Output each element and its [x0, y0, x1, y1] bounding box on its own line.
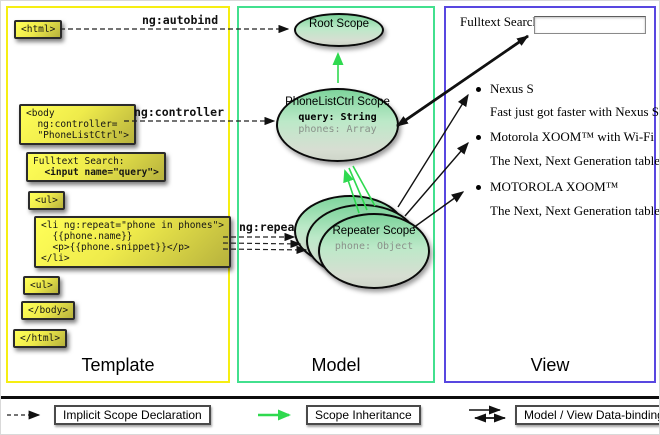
- code-line: <ul>: [35, 195, 58, 206]
- code-line: Fulltext Search:: [33, 156, 125, 167]
- code-line: <input name="query">: [33, 167, 159, 178]
- phonelistctrl-scope-ellipse: PhoneListCtrl Scope query: String phones…: [276, 88, 399, 162]
- phonelistctrl-scope-title: PhoneListCtrl Scope: [285, 96, 390, 108]
- phone-item-title: Motorola XOOM™ with Wi-Fi: [490, 129, 655, 144]
- fulltext-search-label: Fulltext Search:: [460, 14, 543, 29]
- legend-separator: [1, 396, 659, 399]
- code-box-body-open: <body ng:controller= "PhoneListCtrl">: [19, 104, 136, 145]
- code-box-ul-open: <ul>: [28, 191, 65, 210]
- repeater-scope-title: Repeater Scope: [332, 225, 416, 237]
- phone-item-desc: The Next, Next Generation tablet.: [490, 203, 660, 218]
- code-line: <html>: [21, 24, 56, 35]
- ng-repeat-label: ng:repeat: [239, 220, 302, 234]
- code-box-html-open: <html>: [14, 20, 63, 39]
- code-line: </li>: [41, 253, 70, 264]
- code-line: <body: [26, 108, 55, 119]
- legend-data-binding: Model / View Data-binding: [515, 405, 659, 425]
- code-line: <p>{{phone.snippet}}</p>: [41, 242, 190, 253]
- scope-prop-phone: phone: Object: [334, 241, 414, 252]
- code-line: <ul>: [30, 280, 53, 291]
- code-box-body-close: </body>: [21, 301, 76, 320]
- legend-implicit-scope: Implicit Scope Declaration: [54, 405, 211, 425]
- search-input[interactable]: [534, 16, 646, 34]
- code-line: </body>: [28, 305, 69, 316]
- code-line: "PhoneListCtrl">: [26, 130, 129, 141]
- code-box-li-repeat: <li ng:repeat="phone in phones"> {{phone…: [34, 216, 232, 268]
- phone-item-desc: Fast just got faster with Nexus S.: [490, 104, 660, 119]
- code-line: ng:controller=: [26, 119, 118, 130]
- view-panel-label: View: [530, 355, 570, 375]
- bullet-icon: [476, 185, 481, 190]
- model-panel-label: Model: [311, 355, 361, 375]
- ng-controller-label: ng:controller: [134, 105, 225, 119]
- phone-item-desc: The Next, Next Generation tablet.: [490, 153, 660, 168]
- scope-prop-phones: phones: Array: [298, 124, 377, 135]
- code-line: {{phone.name}}: [41, 231, 133, 242]
- code-line: </html>: [20, 333, 61, 344]
- repeater-scope-ellipse: Repeater Scope phone: Object: [318, 213, 430, 289]
- code-box-ul-second: <ul>: [23, 276, 60, 295]
- root-scope-ellipse: Root Scope: [294, 13, 384, 47]
- model-panel: Model: [237, 6, 435, 383]
- bullet-icon: [476, 135, 481, 140]
- code-box-html-close: </html>: [13, 329, 68, 348]
- template-panel-label: Template: [81, 355, 155, 375]
- ng-autobind-label: ng:autobind: [142, 13, 219, 27]
- phone-item-title: Nexus S: [490, 81, 534, 96]
- bullet-icon: [476, 87, 481, 92]
- scope-prop-query: query: String: [298, 112, 377, 123]
- phone-item-title: MOTOROLA XOOM™: [490, 179, 619, 194]
- code-box-fulltext-input: Fulltext Search: <input name="query">: [26, 152, 166, 182]
- legend-scope-inheritance: Scope Inheritance: [306, 405, 421, 425]
- code-line: <li ng:repeat="phone in phones">: [41, 220, 225, 231]
- root-scope-title: Root Scope: [308, 18, 370, 30]
